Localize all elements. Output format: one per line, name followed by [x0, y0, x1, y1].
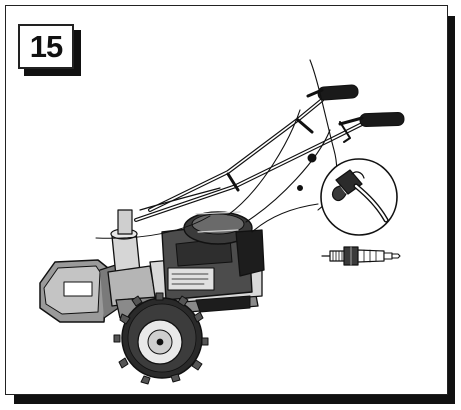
spark-plug-cap-icon [320, 158, 398, 236]
spark-plug-icon [321, 246, 401, 266]
walk-behind-mower-icon [39, 59, 405, 385]
step-number-badge: 15 [18, 24, 74, 69]
step-number: 15 [29, 28, 63, 64]
